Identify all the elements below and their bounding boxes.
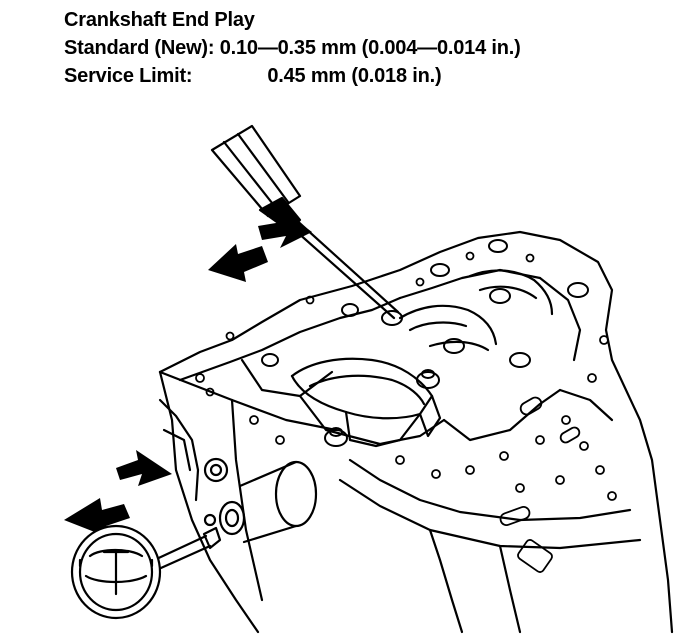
standard-label: Standard (New): — [64, 37, 215, 59]
crankshaft-nose — [218, 460, 318, 544]
spec-title: Crankshaft End Play — [64, 6, 664, 34]
crankshaft — [290, 269, 554, 448]
double-arrow-lower — [64, 450, 172, 538]
deck-holes — [195, 251, 617, 501]
spec-title-text: Crankshaft End Play — [64, 9, 255, 31]
screwdriver-icon — [210, 124, 400, 320]
service-limit-row: Service Limit: 0.45 mm (0.018 in.) — [64, 62, 664, 90]
deck-slots — [499, 396, 581, 573]
standard-spec-row: Standard (New): 0.10—0.35 mm (0.004—0.01… — [64, 34, 664, 62]
service-limit-value: 0.45 mm (0.018 in.) — [267, 65, 442, 87]
standard-value: 0.10—0.35 mm (0.004—0.014 in.) — [219, 37, 521, 59]
bearing-cap-bolts — [261, 239, 589, 447]
engine-block — [158, 230, 674, 634]
crankshaft-end-play-illustration — [64, 124, 674, 634]
double-arrow-upper — [208, 210, 312, 282]
front-flange — [158, 398, 229, 527]
service-limit-label: Service Limit: — [64, 65, 193, 87]
dial-indicator-icon — [70, 524, 222, 620]
spec-block: Crankshaft End Play Standard (New): 0.10… — [64, 6, 664, 90]
